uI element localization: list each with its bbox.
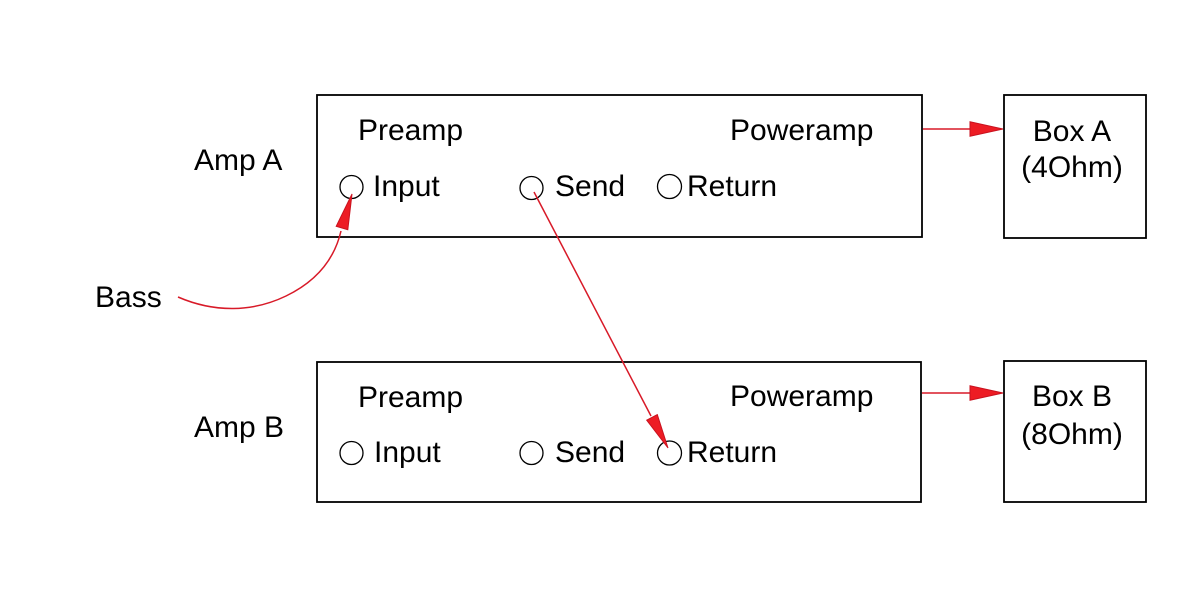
amp-b-preamp-label: Preamp (358, 381, 463, 414)
box-b-box (1003, 360, 1147, 503)
amp-b-send-label: Send (555, 436, 625, 469)
amp-a-label: Amp A (194, 144, 282, 177)
amp-a-send-label: Send (555, 170, 625, 203)
amp-b-box (316, 361, 922, 503)
arrow-amp-a-box-a-arrowhead-icon (969, 121, 1004, 137)
box-a-impedance-label: (4Ohm) (1021, 151, 1123, 184)
box-a-box (1003, 94, 1147, 239)
bass-label: Bass (95, 281, 162, 314)
amp-a-return-label: Return (687, 170, 777, 203)
box-b-label: Box B (1032, 380, 1112, 413)
amp-a-preamp-label: Preamp (358, 114, 463, 147)
amp-b-return-jack-icon (656, 440, 683, 466)
arrow-bass-arrowhead-icon (335, 193, 353, 231)
amp-a-poweramp-label: Poweramp (730, 114, 873, 147)
amp-a-send-jack-icon (519, 175, 544, 201)
amp-b-send-jack-icon (519, 440, 544, 466)
arrow-send-return-line (533, 191, 652, 417)
amp-a-input-label: Input (373, 170, 440, 203)
amp-b-input-jack-icon (339, 440, 364, 466)
arrow-send-return-arrowhead-icon (645, 413, 669, 449)
arrow-amp-a-send-to-amp-b-return (533, 191, 669, 449)
amp-a-box (316, 94, 923, 238)
box-b-impedance-label: (8Ohm) (1021, 418, 1123, 451)
amp-a-return-jack-icon (656, 173, 683, 200)
box-a-label: Box A (1033, 115, 1111, 148)
amp-b-input-label: Input (374, 436, 441, 469)
arrow-amp-b-box-b-arrowhead-icon (969, 385, 1004, 401)
arrow-bass-curve-line (177, 230, 342, 310)
amp-b-return-label: Return (687, 436, 777, 469)
amp-b-label: Amp B (194, 411, 284, 444)
arrow-amp-a-to-box-a (923, 121, 1004, 137)
arrow-amp-b-to-box-b (922, 385, 1004, 401)
arrow-bass-to-amp-a-input (177, 193, 353, 310)
amp-b-poweramp-label: Poweramp (730, 380, 873, 413)
